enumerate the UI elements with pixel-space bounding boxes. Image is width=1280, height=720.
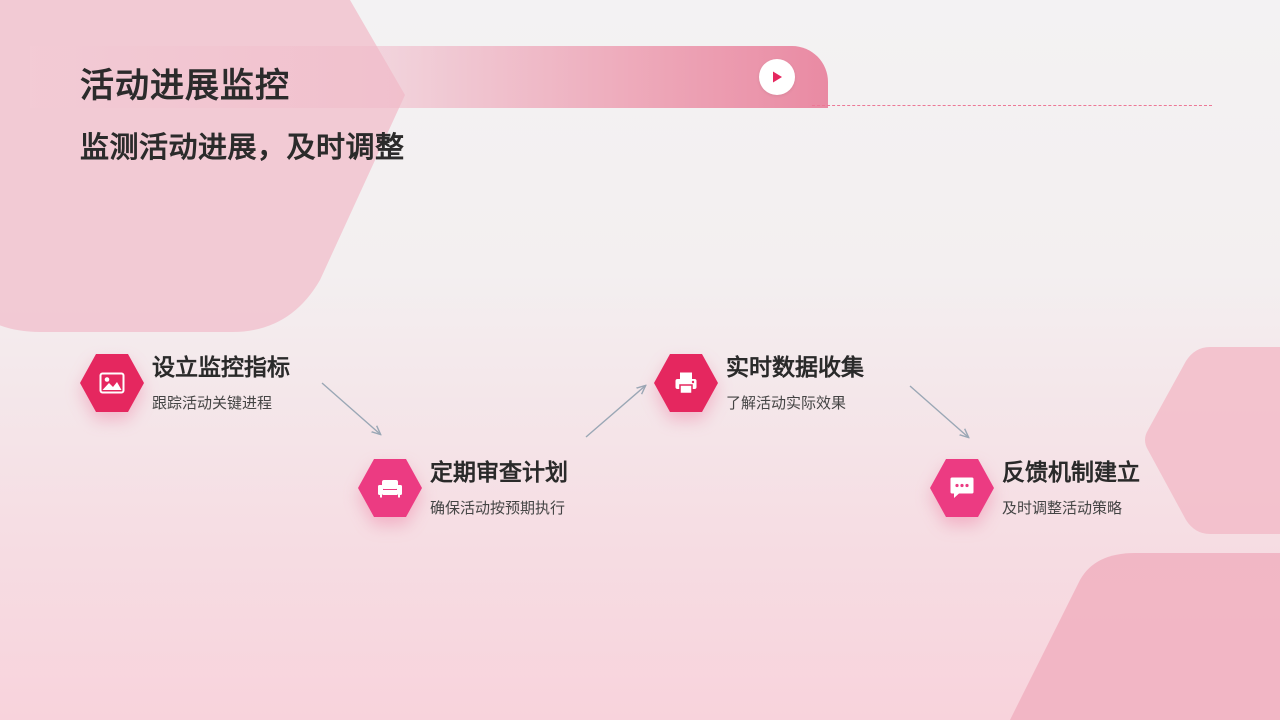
sofa-icon bbox=[378, 480, 402, 498]
step-title: 反馈机制建立 bbox=[1002, 460, 1140, 486]
step-hexagon bbox=[358, 459, 422, 517]
hexagon-right bbox=[1145, 347, 1280, 534]
step-description: 跟踪活动关键进程 bbox=[152, 394, 273, 412]
dashed-divider bbox=[812, 105, 1212, 106]
printer-icon bbox=[675, 372, 697, 395]
arrow-step1-to-step2 bbox=[321, 382, 380, 434]
play-button[interactable] bbox=[759, 59, 795, 95]
step-description: 确保活动按预期执行 bbox=[430, 499, 566, 517]
step-hexagon bbox=[80, 354, 144, 412]
arrow-step2-to-step3 bbox=[585, 386, 645, 438]
step-description: 了解活动实际效果 bbox=[726, 394, 847, 412]
hexagon-bottom-right bbox=[1010, 553, 1280, 720]
arrow-step3-to-step4 bbox=[909, 385, 968, 437]
step-description: 及时调整活动策略 bbox=[1002, 499, 1123, 517]
step-title: 定期审查计划 bbox=[430, 460, 568, 486]
page-subtitle: 监测活动进展，及时调整 bbox=[80, 130, 405, 164]
step-title: 设立监控指标 bbox=[152, 355, 290, 381]
play-icon bbox=[773, 71, 782, 83]
page-title: 活动进展监控 bbox=[80, 66, 290, 106]
step-hexagon bbox=[654, 354, 718, 412]
image-icon bbox=[99, 372, 125, 394]
step-title: 实时数据收集 bbox=[726, 355, 864, 381]
chat-icon bbox=[950, 477, 974, 498]
step-hexagon bbox=[930, 459, 994, 517]
title-band bbox=[30, 46, 828, 108]
